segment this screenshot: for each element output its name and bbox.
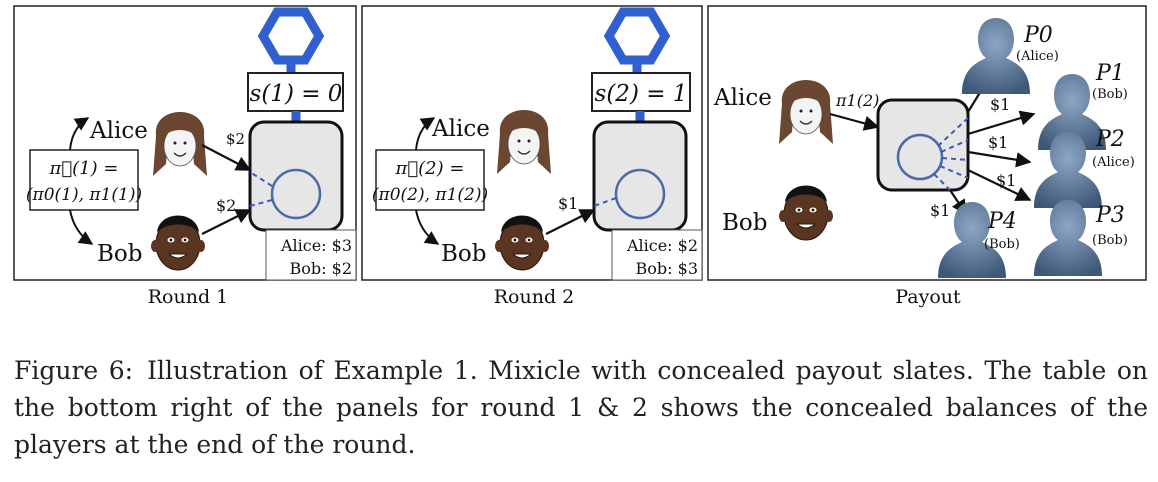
bob-amount: $2	[216, 196, 236, 215]
bob-label: Bob	[97, 241, 142, 267]
panel-caption: Round 1	[148, 286, 229, 308]
balance-bob: Bob: $3	[636, 259, 698, 278]
figure-caption: Figure 6:Illustration of Example 1. Mixi…	[14, 352, 1148, 463]
balance-bob: Bob: $2	[290, 259, 352, 278]
bob-label: Bob	[441, 241, 486, 267]
bob-label: Bob	[722, 210, 767, 236]
player-p4-label: P4	[987, 209, 1017, 234]
balance-alice: Alice: $2	[626, 236, 698, 255]
balance-alice: Alice: $3	[280, 236, 352, 255]
panel-caption: Payout	[895, 286, 961, 308]
alice-avatar-icon	[152, 111, 208, 177]
alice-label: Alice	[431, 116, 490, 142]
alice-avatar-icon	[778, 79, 834, 145]
mixicle-circle	[270, 168, 322, 220]
bob-avatar-icon	[494, 215, 550, 271]
player-p1-label: P1	[1095, 61, 1125, 86]
payout-policy: π1(2)	[835, 91, 879, 110]
player-p3-owner: (Bob)	[1092, 233, 1128, 248]
payout-amount-p1: $1	[990, 95, 1010, 114]
player-p2-label: P2	[1095, 127, 1125, 152]
policy-line-2: (π0(2), π1(2))	[372, 185, 488, 205]
payout-amount-p4: $1	[930, 201, 950, 220]
alice-avatar-icon	[496, 109, 552, 175]
slate-hexagon-icon	[263, 12, 319, 60]
player-p0-owner: (Alice)	[1016, 49, 1059, 64]
player-p0-label: P0	[1023, 23, 1053, 48]
player-p2-owner: (Alice)	[1092, 155, 1135, 170]
player-p4-owner: (Bob)	[984, 237, 1020, 252]
panel-round-2: s(2) = 1 Alice: $2 Bob: $3 Alice Bob π⃗(…	[361, 5, 703, 308]
panel-payout: Alice Bob π1(2) $1 $1 $1 $1 $1 P0 (Alice…	[707, 5, 1147, 308]
mixicle-circle	[614, 168, 666, 220]
mixicle-circle	[896, 133, 944, 181]
slate-label: s(1) = 0	[250, 81, 343, 107]
payout-amount-p2: $1	[988, 133, 1008, 152]
payout-amount-p3: $1	[996, 171, 1016, 190]
mixicle-box	[592, 120, 688, 232]
bob-avatar-icon	[778, 185, 834, 241]
alice-label: Alice	[713, 85, 772, 111]
bob-avatar-icon	[150, 215, 206, 271]
mixicle-box	[876, 98, 970, 192]
figure-caption-text: Illustration of Example 1. Mixicle with …	[14, 356, 1149, 459]
policy-line-1: π⃗(2) =	[395, 158, 465, 179]
player-p1-owner: (Bob)	[1092, 87, 1128, 102]
policy-line-2: (π0(1), π1(1))	[26, 185, 142, 205]
policy-line-1: π⃗(1) =	[49, 158, 119, 179]
bob-amount: $1	[558, 194, 578, 213]
panel-round-1: s(1) = 0 Alice: $3 Bob: $2 Alice Bob π⃗(…	[13, 5, 357, 308]
player-p3-label: P3	[1095, 203, 1125, 228]
figure-label: Figure 6:	[14, 356, 134, 385]
alice-amount: $2	[226, 130, 245, 148]
slate-hexagon-icon	[609, 12, 665, 60]
mixicle-box	[248, 120, 344, 232]
alice-label: Alice	[89, 118, 148, 144]
figure: s(1) = 0 Alice: $3 Bob: $2 Alice Bob π⃗(…	[13, 5, 1147, 308]
panel-caption: Round 2	[494, 286, 575, 308]
slate-label: s(2) = 1	[595, 81, 688, 107]
